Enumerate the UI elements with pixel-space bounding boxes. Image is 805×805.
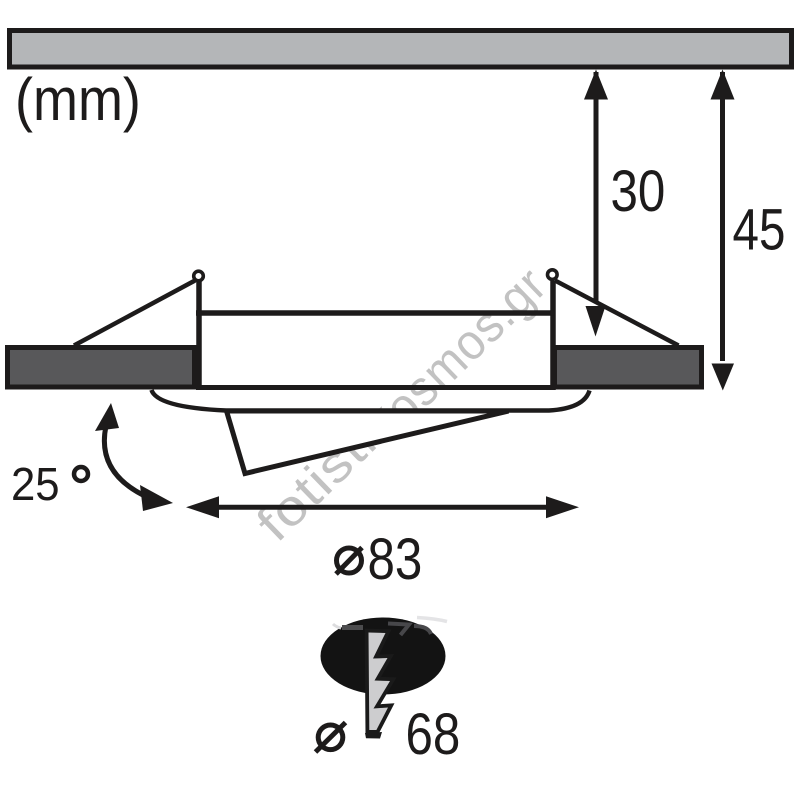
svg-text:83: 83 [368,527,423,592]
svg-text:68: 68 [406,702,461,767]
svg-text:25: 25 [11,458,60,510]
svg-text:(mm): (mm) [15,66,141,133]
svg-text:45: 45 [733,198,786,263]
svg-text:30: 30 [611,159,666,224]
